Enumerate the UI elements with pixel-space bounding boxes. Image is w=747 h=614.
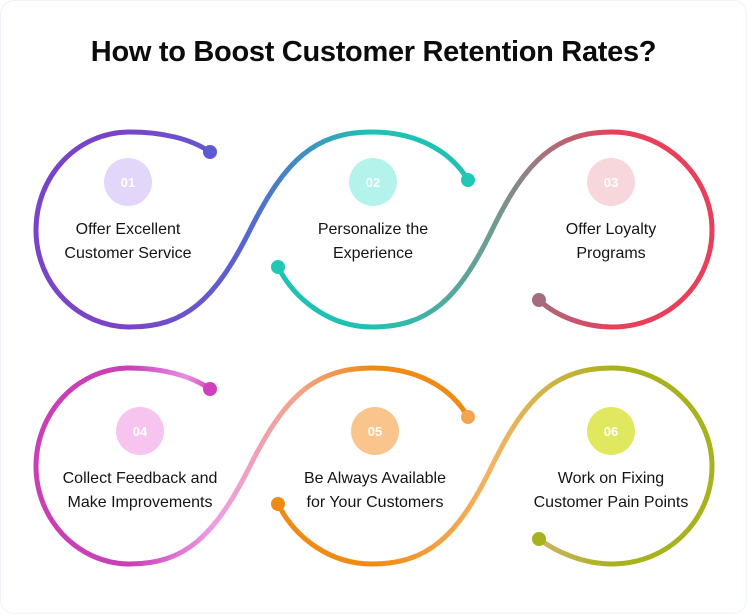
path-dot-6-end [532,532,546,546]
row-1-paths [33,129,715,330]
step-6: 06 Work on Fixing Customer Pain Points [511,407,711,515]
step-label: Personalize the Experience [273,218,473,266]
step-label: Collect Feedback and Make Improvements [40,467,240,515]
step-label-line-2: Customer Pain Points [533,494,689,511]
step-4: 04 Collect Feedback and Make Improvement… [40,407,240,515]
step-label-line-1: Be Always Available [303,470,446,487]
path-dot-5-start [271,497,285,511]
step-number-badge: 04 [116,407,164,455]
step-5: 05 Be Always Available for Your Customer… [275,407,475,515]
path-dot-3-end [532,293,546,307]
page-title: How to Boost Customer Retention Rates? [90,36,657,68]
step-label: Offer Loyalty Programs [511,218,711,266]
step-3: 03 Offer Loyalty Programs [511,158,711,266]
step-label-line-1: Offer Excellent [75,221,181,238]
step-label-line-2: Programs [576,245,646,262]
step-label-line-2: Experience [332,245,414,262]
path-dot-5-end [461,410,475,424]
step-label-line-2: for Your Customers [306,494,444,511]
path-dot-4-end [203,382,217,396]
path-dot-1-end [203,145,217,159]
step-label-line-1: Personalize the [317,221,429,238]
step-label: Work on Fixing Customer Pain Points [511,467,711,515]
step-label-line-1: Collect Feedback and [62,470,218,487]
step-number-badge: 05 [351,407,399,455]
path-dot-2-end [461,173,475,187]
step-number-badge: 01 [104,158,152,206]
step-label-line-2: Customer Service [64,245,192,262]
step-label: Offer Excellent Customer Service [28,218,228,266]
step-2: 02 Personalize the Experience [273,158,473,266]
step-1: 01 Offer Excellent Customer Service [28,158,228,266]
step-number-badge: 03 [587,158,635,206]
row-2-paths [33,365,715,567]
step-label-line-1: Offer Loyalty [565,221,657,238]
step-number-badge: 02 [349,158,397,206]
step-label-line-1: Work on Fixing [557,470,665,487]
step-label: Be Always Available for Your Customers [275,467,475,515]
path-dot-2-start [271,260,285,274]
step-number-badge: 06 [587,407,635,455]
step-label-line-2: Make Improvements [67,494,213,511]
